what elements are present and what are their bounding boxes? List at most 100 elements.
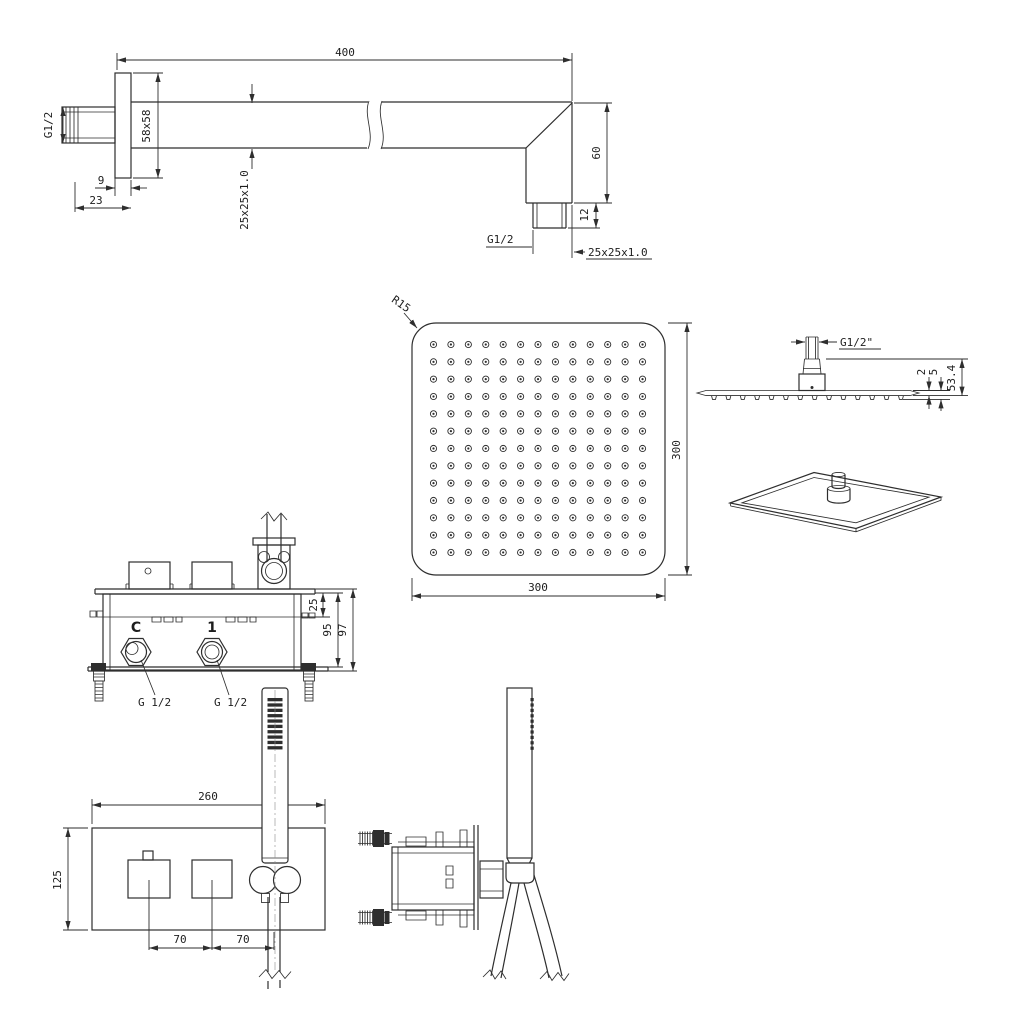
outlet-ring-inner [265, 562, 283, 580]
hose-side-left [490, 882, 520, 979]
outlet-tube-break [260, 511, 288, 522]
valve-body [102, 593, 302, 671]
outlet-thread-outline [532, 203, 567, 229]
port-cold-leader [140, 659, 156, 696]
side-nozzle-marks [711, 395, 904, 400]
hose-side-right [523, 874, 563, 979]
dim-9-label: 9 [98, 174, 105, 187]
persp-plate-inner-rim [740, 477, 931, 524]
hose-side-break-right [539, 970, 570, 982]
holder-tab-right [280, 893, 289, 903]
dim-2-label: 2 [915, 369, 928, 376]
dim-25-label: 25 [307, 598, 320, 611]
persp-plate-thickness [729, 497, 942, 533]
inlet-stud-bottom [358, 909, 392, 926]
valve-body-side [391, 846, 475, 911]
valve-body-side-inner [392, 841, 474, 916]
side-assembly-view [358, 687, 570, 982]
valve-dim-ext [301, 588, 357, 672]
outlet-holder-body [257, 544, 291, 590]
port-cold-hex [120, 637, 152, 667]
outlet-clamp-right [278, 551, 290, 563]
head-face-view: R15 300 300 [389, 293, 692, 601]
inlet-stud-top [358, 830, 392, 847]
port-one-leader [216, 659, 230, 696]
dim-534-label: 53.4 [945, 364, 958, 391]
flange-size-label: 58x58 [140, 109, 153, 142]
wand-side-elbow [505, 862, 535, 884]
persp-connector-base [826, 488, 851, 504]
wall-flange [114, 72, 132, 179]
valve-knob-left [128, 561, 171, 590]
dim-5-label: 5 [927, 369, 940, 376]
outlet-thread-lines [536, 203, 563, 228]
persp-connector-cyl [831, 474, 846, 490]
outlet-thread-leader [486, 230, 534, 254]
outlet-thread-label: G1/2 [487, 233, 514, 246]
connector-mid [802, 358, 822, 375]
nozzle-grid [429, 340, 647, 557]
hose-front [267, 897, 281, 989]
handle-centerlines [148, 880, 275, 950]
dim-70a-label: 70 [173, 933, 186, 946]
hose-front-break [258, 968, 292, 980]
valve-knob-right-feet [189, 583, 235, 589]
port-cold-label: C [131, 620, 141, 636]
persp-connector-top [831, 471, 846, 478]
port-cold-inner [125, 642, 139, 655]
connector-dot [810, 386, 814, 389]
dim-width-label: 300 [528, 581, 548, 594]
port-cold-thread-label: G 1/2 [138, 696, 171, 709]
corner-radius-label: R15 [389, 293, 413, 315]
holder-block-side-lines [480, 868, 503, 892]
holder-block-side [479, 860, 504, 899]
wall-thread-label: G1/2 [42, 112, 55, 139]
port-one-thread-label: G 1/2 [214, 696, 247, 709]
valve-clips [89, 610, 316, 623]
arm-tube [131, 101, 572, 149]
valve-body-inner [103, 594, 301, 670]
outlet-ring-outer [260, 557, 288, 585]
dim-12-label: 12 [578, 208, 591, 221]
valve-side-clips [405, 829, 468, 928]
valve-leg-left [91, 663, 106, 702]
valve-bottom-rail [87, 666, 329, 672]
dim-60-label: 60 [590, 146, 603, 159]
port-one-label: 1 [207, 620, 217, 636]
dim-125-label: 125 [51, 870, 64, 890]
outlet-clamp-left [258, 551, 270, 563]
arm-break-lines [366, 100, 384, 150]
port-one-inner [204, 644, 220, 660]
outlet-holder-flange [252, 537, 296, 546]
valve-knob-left-hole [144, 567, 152, 575]
valve-knob-left-feet [125, 583, 174, 589]
corner-radius-leader [403, 312, 418, 329]
dim-97-label: 97 [336, 623, 349, 636]
connector-thread [805, 336, 819, 359]
head-side-view: G1/2" 2 5 53.4 [695, 336, 968, 411]
right-ext-lines [826, 358, 968, 400]
wall-thread-lines [62, 107, 115, 143]
dim-23-label: 23 [89, 194, 102, 207]
valve-leg-right [301, 663, 316, 702]
port-cold-circle [124, 640, 148, 664]
tube-profile-label: 25x25x1.0 [238, 170, 251, 230]
shower-arm-view: 400 G1/2 58x58 9 23 25x25x1.0 60 12 G1/2… [42, 46, 652, 260]
dim-70b-label: 70 [236, 933, 249, 946]
handle-left-tab [142, 850, 154, 861]
valve-top-view: C 1 G 1/2 G 1/2 25 95 97 [87, 511, 357, 709]
outlet-profile-label: 25x25x1.0 [588, 246, 648, 259]
dim-height-label: 300 [670, 440, 683, 460]
thread-label: G1/2" [840, 336, 873, 349]
trim-plate [91, 827, 326, 931]
head-perspective-view [727, 471, 944, 533]
dim-ext-125 [63, 827, 88, 931]
port-one-hex [196, 637, 228, 667]
dim-ext-9 [114, 145, 132, 196]
connector-base [798, 373, 826, 392]
hose-side-break-left [482, 969, 507, 980]
dim-260-label: 260 [198, 790, 218, 803]
dim-length-label: 400 [335, 46, 355, 59]
